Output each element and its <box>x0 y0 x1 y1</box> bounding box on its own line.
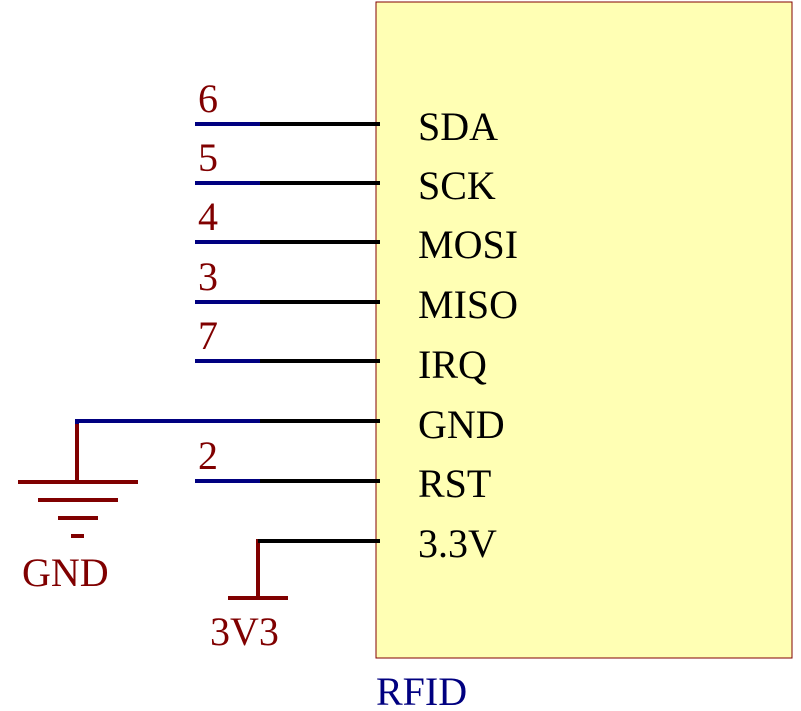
pin-name-sck: SCK <box>418 163 496 208</box>
pin-number-rst: 2 <box>198 433 218 478</box>
pin-name-sda: SDA <box>418 104 498 149</box>
pin-name-rst: RST <box>418 461 491 506</box>
pin-lines <box>258 122 380 543</box>
pin-number-mosi: 4 <box>198 194 218 239</box>
net-wire-gnd <box>75 419 260 426</box>
pin-name-miso: MISO <box>418 282 518 327</box>
pin-name-3v3: 3.3V <box>418 521 497 566</box>
ground-label: GND <box>22 550 109 595</box>
pin-number-sck: 5 <box>198 135 218 180</box>
pin-number-miso: 3 <box>198 254 218 299</box>
net-wires <box>75 122 260 483</box>
supply-label: 3V3 <box>210 609 279 654</box>
pin-name-irq: IRQ <box>418 342 487 387</box>
component-body <box>375 1 793 659</box>
pin-number-irq: 7 <box>198 313 218 358</box>
component-name: RFID <box>376 669 467 711</box>
ground-symbol-icon <box>18 424 138 538</box>
pin-name-gnd: GND <box>418 402 505 447</box>
pin-name-mosi: MOSI <box>418 222 518 267</box>
pin-number-sda: 6 <box>198 76 218 121</box>
power-supply-icon <box>228 539 380 600</box>
